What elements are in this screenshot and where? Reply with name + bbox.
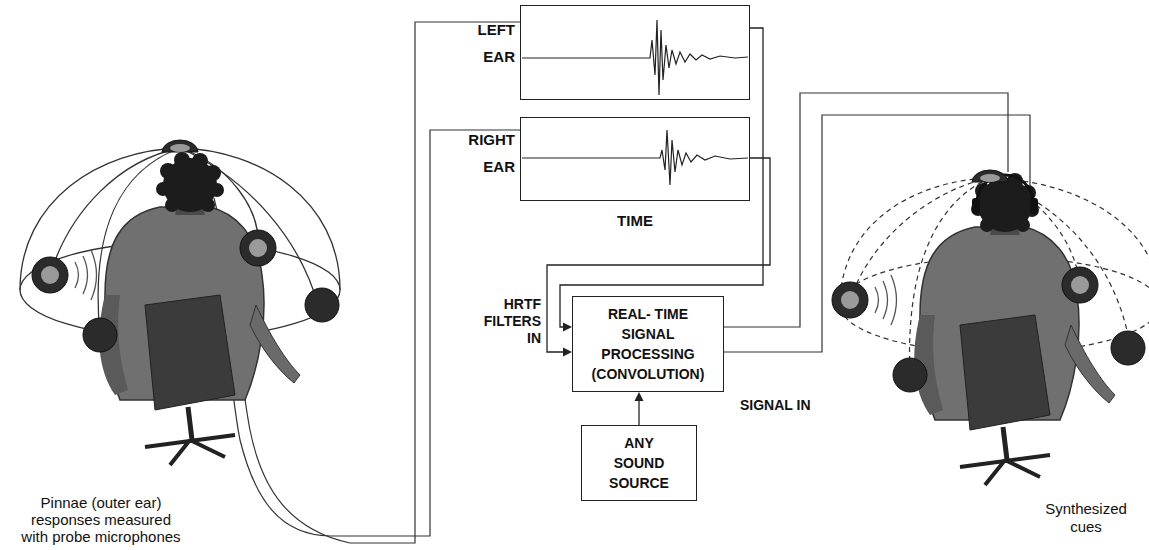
speakers (83, 318, 117, 352)
caption: Pinnae (outer ear) responses measured wi… (18, 494, 184, 545)
connector (635, 392, 644, 425)
signal-label: HRTF FILTERS IN (481, 296, 541, 347)
arrowhead (563, 348, 572, 357)
speakers (240, 230, 276, 266)
sound-waves (883, 281, 888, 319)
listener-figure (99, 152, 300, 465)
box-text: REAL- TIME SIGNAL PROCESSING (CONVOLUTIO… (586, 304, 711, 384)
speakers (32, 257, 68, 293)
box-text: ANY SOUND SOURCE (603, 433, 675, 493)
process-box: REAL- TIME SIGNAL PROCESSING (CONVOLUTIO… (572, 296, 724, 392)
sound-waves (875, 287, 879, 313)
speakers (1111, 331, 1145, 365)
sound-waves (75, 250, 97, 300)
headphones (1030, 198, 1038, 214)
speakers (972, 170, 1008, 182)
sound-waves (891, 275, 897, 325)
speakers (305, 288, 339, 322)
channel-heading: RIGHT EAR (459, 126, 515, 180)
signal-label: SIGNAL IN (740, 397, 840, 414)
sound-waves (875, 275, 897, 325)
speakers (893, 358, 927, 392)
waveform (522, 20, 748, 185)
channel-heading: LEFT EAR (459, 16, 515, 70)
caption: Synthesized cues (1038, 500, 1134, 536)
sound-waves (83, 256, 88, 294)
waveform (522, 20, 748, 95)
arrowhead (563, 323, 572, 332)
speakers (162, 140, 198, 152)
connector-line (638, 401, 639, 425)
source-box: ANY SOUND SOURCE (581, 425, 697, 501)
speakers (980, 174, 1000, 182)
waveform-plot: LEFT EAR (520, 5, 750, 100)
waveform-plot: RIGHT EAR (520, 117, 750, 201)
waveform (522, 130, 748, 185)
speakers (170, 144, 190, 152)
sound-waves (91, 250, 97, 300)
speakers (832, 282, 868, 318)
speakers (1062, 267, 1098, 303)
axis-label: TIME (600, 212, 670, 230)
speakers (32, 140, 339, 352)
arrowhead (635, 392, 644, 401)
sound-waves (75, 262, 79, 288)
connector-line (560, 28, 763, 327)
headphones (972, 198, 980, 214)
listener-figure (914, 172, 1115, 485)
speakers (832, 170, 1145, 392)
connector (560, 28, 763, 332)
